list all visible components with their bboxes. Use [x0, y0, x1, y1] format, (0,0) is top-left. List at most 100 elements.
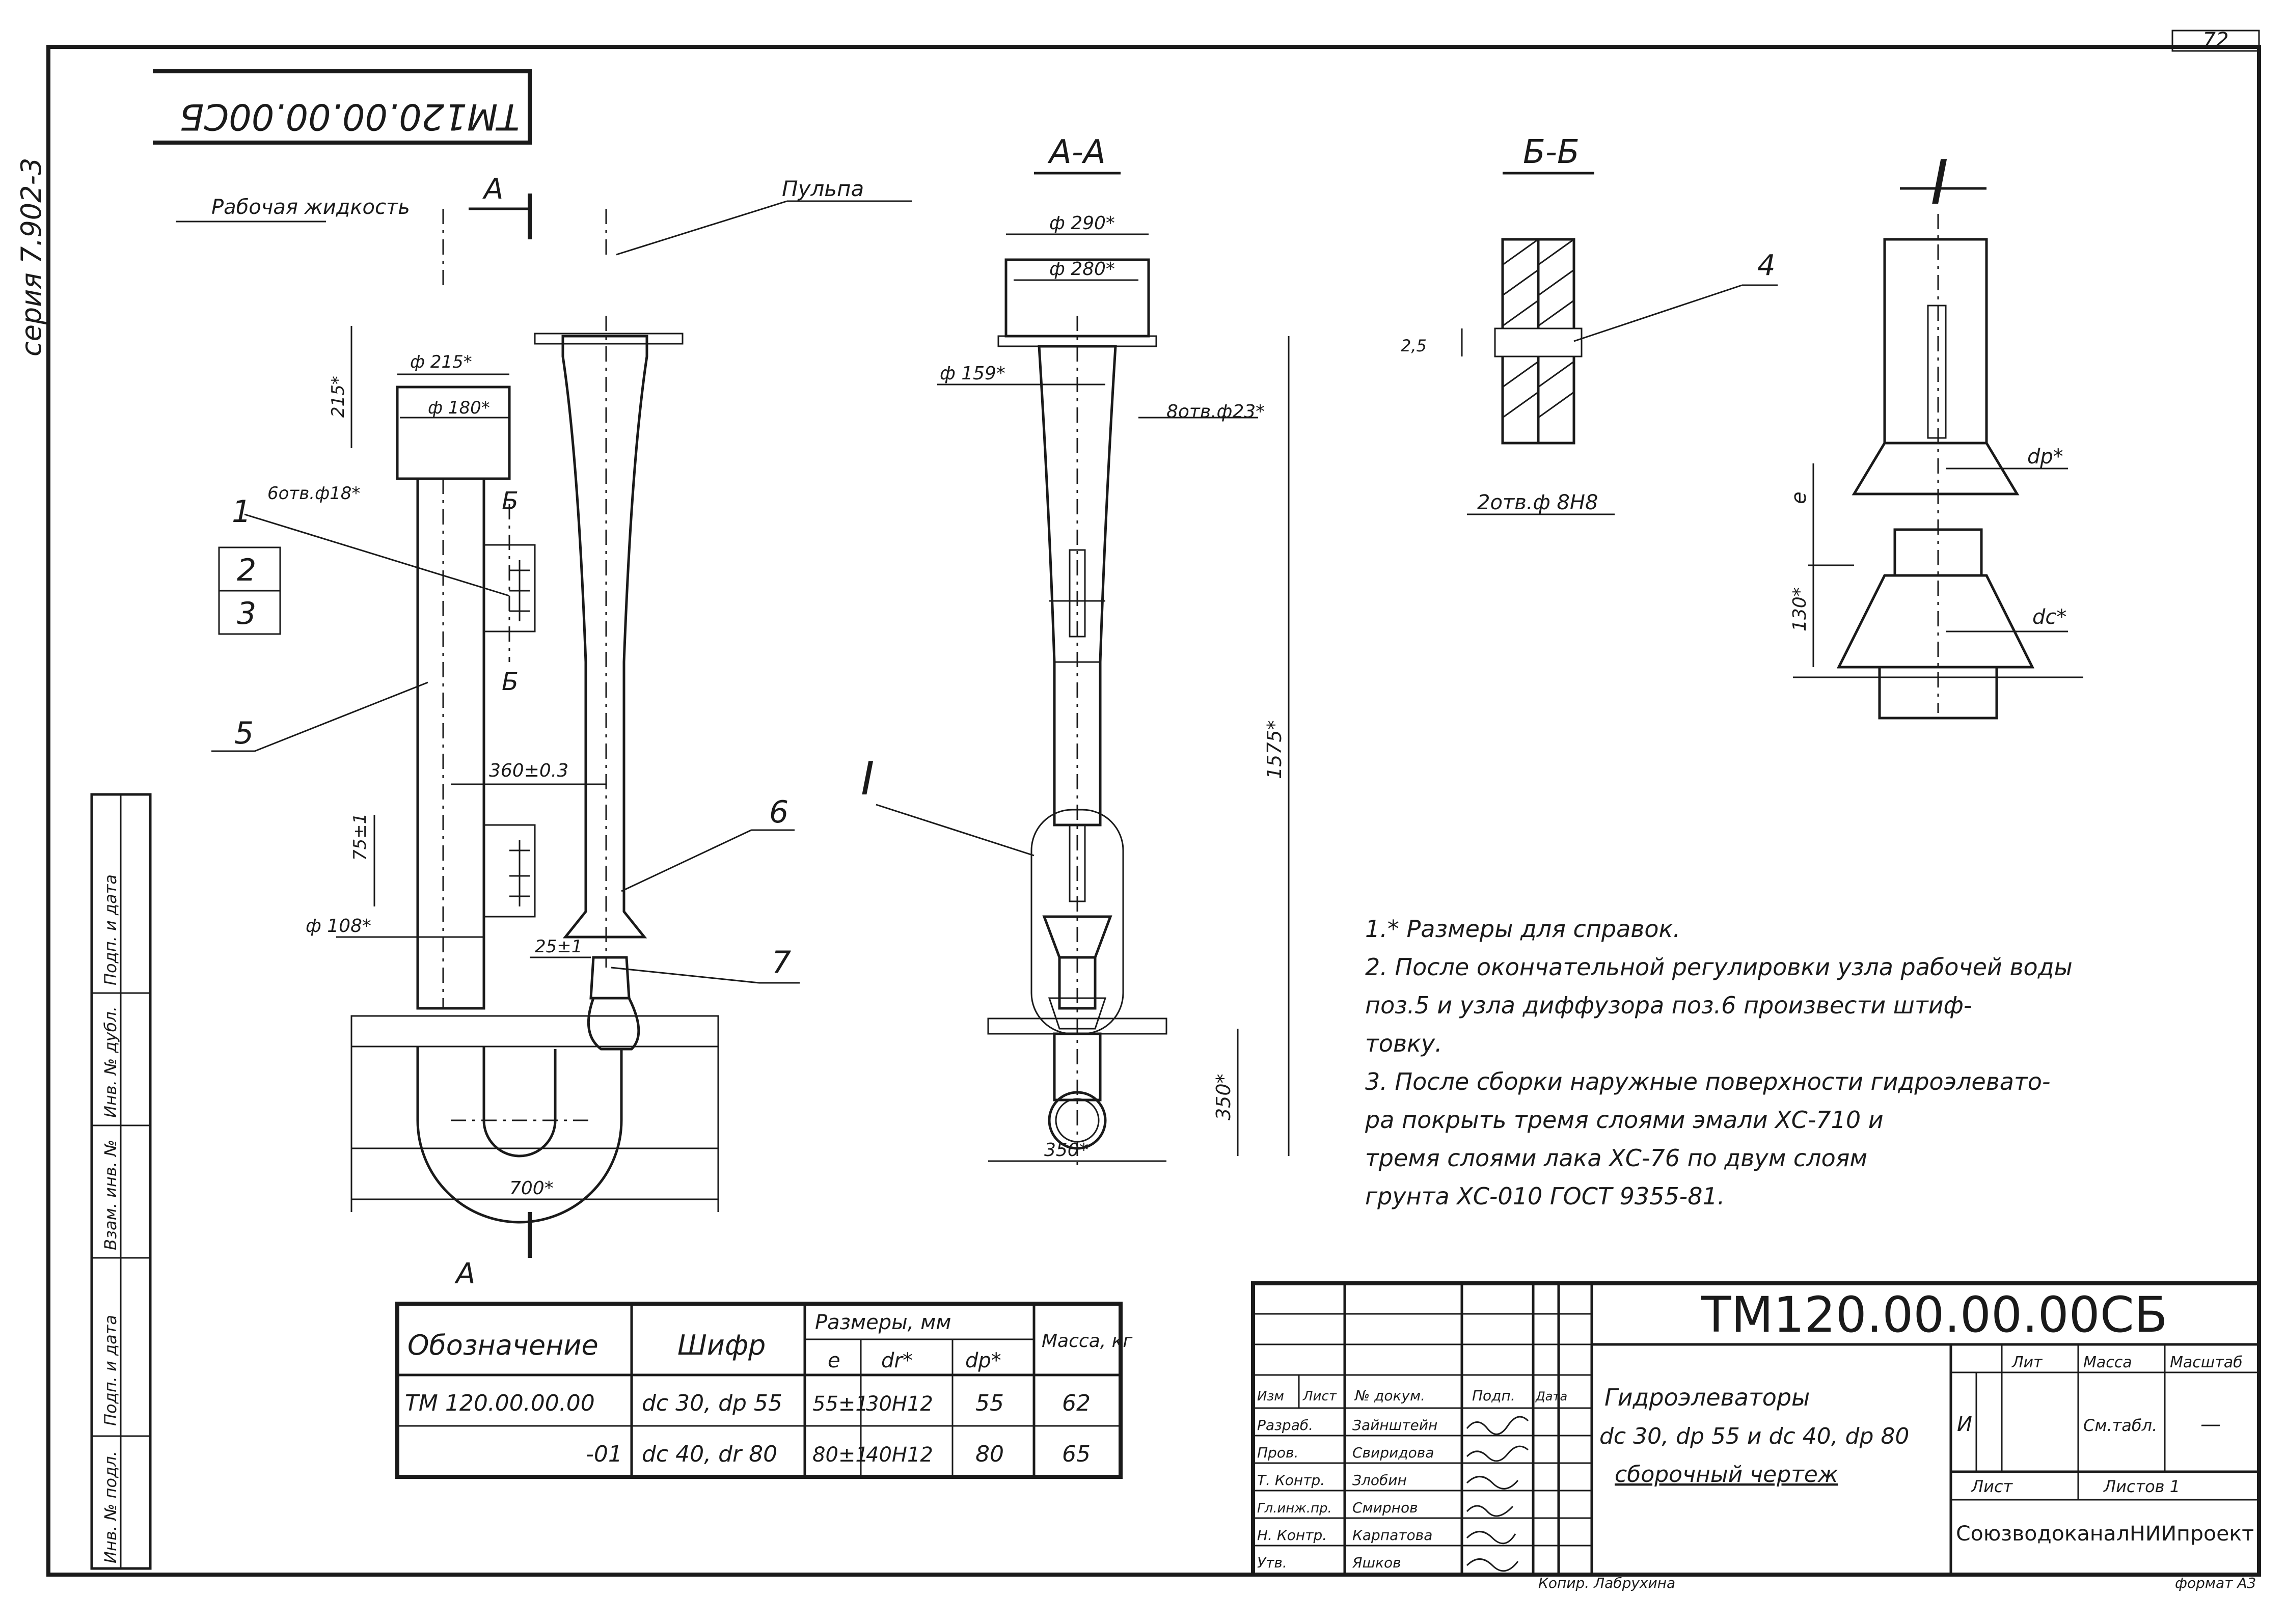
dim-d108: ф 108*	[306, 916, 371, 937]
dim-h350: 350*	[1212, 1074, 1235, 1120]
bb-roughness: 2,5	[1401, 336, 1427, 355]
spec-head-dims: Размеры, мм	[815, 1311, 951, 1334]
section-a-bottom: А	[454, 1257, 475, 1290]
view-bb-title: Б-Б	[1523, 133, 1580, 171]
series-label: серия 7.902-3	[15, 158, 47, 356]
side-stamp-sign2: Подп. и дата	[101, 874, 120, 985]
copied-by: Копир. Лабрухина	[1538, 1575, 1675, 1591]
tb-role-tcontrol: Т. Контр.	[1257, 1472, 1325, 1489]
pos-1: 1	[232, 494, 251, 530]
note-line: грунта ХС-010 ГОСТ 9355-81.	[1365, 1182, 1725, 1210]
detail-dc: dс*	[2032, 605, 2066, 629]
note-line: 3. После сборки наружные поверхности гид…	[1365, 1068, 2050, 1095]
spec-head-dr: dr*	[881, 1349, 913, 1372]
side-stamp-sign: Подп. и дата	[101, 1315, 120, 1426]
side-stamp-inv: Инв. № подл.	[101, 1451, 120, 1563]
spec-head-e: е	[828, 1349, 840, 1372]
tb-org: СоюзводоканалНИИпроект	[1956, 1522, 2254, 1546]
tb-name-line3: сборочный чертеж	[1615, 1462, 1838, 1488]
aa-detail-ref: I	[861, 752, 875, 806]
detail-title: I	[1930, 148, 1948, 218]
signatures	[1466, 1416, 1529, 1572]
tb-name-line1: Гидроэлеваторы	[1604, 1384, 1810, 1411]
row2-dr: 40Н12	[866, 1443, 933, 1467]
dim-75: 75±1	[350, 813, 370, 861]
pos-5: 5	[234, 715, 254, 751]
dim-d290: ф 290*	[1049, 213, 1115, 234]
dim-w350: 350*	[1044, 1140, 1088, 1161]
view-aa-title: А-А	[1047, 133, 1106, 171]
spec-head-code: Шифр	[677, 1329, 766, 1361]
tb-head-rev: Изм	[1257, 1389, 1284, 1404]
row1-designation: ТМ 120.00.00.00	[405, 1390, 595, 1416]
notes: 1.* Размеры для справок. 2. После оконча…	[1365, 915, 2073, 1210]
dim-d215: ф 215*	[410, 352, 472, 372]
tb-role-approve: Утв.	[1257, 1554, 1287, 1571]
dim-360: 360±0.3	[489, 760, 568, 781]
detail-e: е	[1787, 491, 1811, 504]
tb-role-dev: Разраб.	[1257, 1417, 1313, 1434]
dim-holes18: 6отв.ф18*	[267, 483, 360, 504]
dim-25: 25±1	[535, 937, 582, 957]
tb-sheet-head: Лист	[1971, 1477, 2013, 1496]
tb-name-dev: Зайнштейн	[1352, 1417, 1437, 1434]
tb-head-sheet: Лист	[1302, 1389, 1337, 1404]
detail-i: I е dр* 130* dс*	[1787, 148, 2083, 720]
tb-name-line2: dс 30, dр 55 и dс 40, dр 80	[1599, 1423, 1909, 1449]
spec-head-dp: dр*	[965, 1349, 1001, 1372]
note-line: поз.5 и узла диффузора поз.6 произвести …	[1365, 992, 1972, 1019]
view-bb: Б-Б 2,5 4 2отв.ф 8Н8	[1401, 133, 1778, 515]
spec-table: Обозначение Шифр Размеры, мм е dr* dр* М…	[395, 1302, 1133, 1479]
dim-h1575: 1575*	[1263, 720, 1286, 779]
tb-name-tcontrol: Злобин	[1352, 1472, 1407, 1489]
section-b-top: Б	[502, 487, 519, 515]
sheet-frame: 72 серия 7.902-3	[15, 29, 2261, 1577]
rotated-code: ТМ120.00.00.00СБ	[179, 96, 520, 137]
tb-code: ТМ120.00.00.00СБ	[1701, 1286, 2168, 1343]
side-stamp-dup: Инв. № дубл.	[101, 1006, 120, 1118]
tb-lit-val: И	[1957, 1413, 1972, 1436]
spec-head-mass: Масса, кг	[1042, 1331, 1133, 1352]
tb-head-sign: Подп.	[1472, 1387, 1515, 1404]
detail-h130: 130*	[1789, 587, 1810, 631]
format-label: формат А3	[2175, 1575, 2256, 1591]
note-line: ра покрыть тремя слоями эмали ХС-710 и	[1365, 1106, 1884, 1134]
detail-dp: dр*	[2027, 445, 2063, 469]
tb-name-approve: Яшков	[1352, 1554, 1401, 1571]
tb-role-check: Пров.	[1257, 1444, 1298, 1461]
section-b-bottom: Б	[502, 668, 519, 696]
row2-designation: -01	[586, 1441, 622, 1467]
note-line: товку.	[1365, 1030, 1443, 1057]
tb-mass-val: См.табл.	[2083, 1416, 2157, 1435]
side-stamp: Инв. № подл. Подп. и дата Взам. инв. № И…	[90, 793, 152, 1570]
spec-head-designation: Обозначение	[407, 1329, 598, 1361]
tb-head-doc: № докум.	[1354, 1387, 1425, 1404]
tb-scale-head: Масштаб	[2170, 1354, 2243, 1371]
dim-700: 700*	[509, 1178, 554, 1199]
note-line: 1.* Размеры для справок.	[1365, 915, 1680, 943]
row1-e: 55±1	[812, 1392, 868, 1416]
tb-name-ncontrol: Карпатова	[1352, 1527, 1432, 1544]
pos-6: 6	[769, 794, 788, 830]
row2-code: dс 40, dr 80	[642, 1441, 777, 1467]
pos-3: 3	[237, 596, 256, 631]
rotated-code-box: ТМ120.00.00.00СБ	[153, 69, 532, 145]
dim-holes23: 8отв.ф23*	[1166, 401, 1265, 422]
row1-code: dс 30, dр 55	[642, 1390, 782, 1416]
note-line: 2. После окончательной регулировки узла …	[1365, 953, 2073, 981]
row2-dp: 80	[975, 1441, 1004, 1467]
row1-dr: 30Н12	[866, 1392, 933, 1416]
row2-mass: 65	[1062, 1441, 1091, 1467]
pos-4: 4	[1757, 249, 1776, 282]
dim-d180: ф 180*	[428, 398, 490, 418]
tb-mass-head: Масса	[2083, 1354, 2132, 1371]
note-line: тремя слоями лака ХС-76 по двум слоям	[1365, 1144, 1867, 1172]
main-view: А А Рабочая жидкость Пульпа ф 215* ф 180…	[176, 173, 912, 1290]
dim-h215: 215*	[328, 376, 348, 418]
title-block: Изм Лист № докум. Подп. Дата Разраб. Зай…	[1251, 1281, 2261, 1577]
label-work-fluid: Рабочая жидкость	[211, 196, 410, 219]
page-number: 72	[2203, 29, 2229, 52]
row1-dp: 55	[975, 1390, 1004, 1416]
bb-holes: 2отв.ф 8Н8	[1477, 491, 1598, 514]
